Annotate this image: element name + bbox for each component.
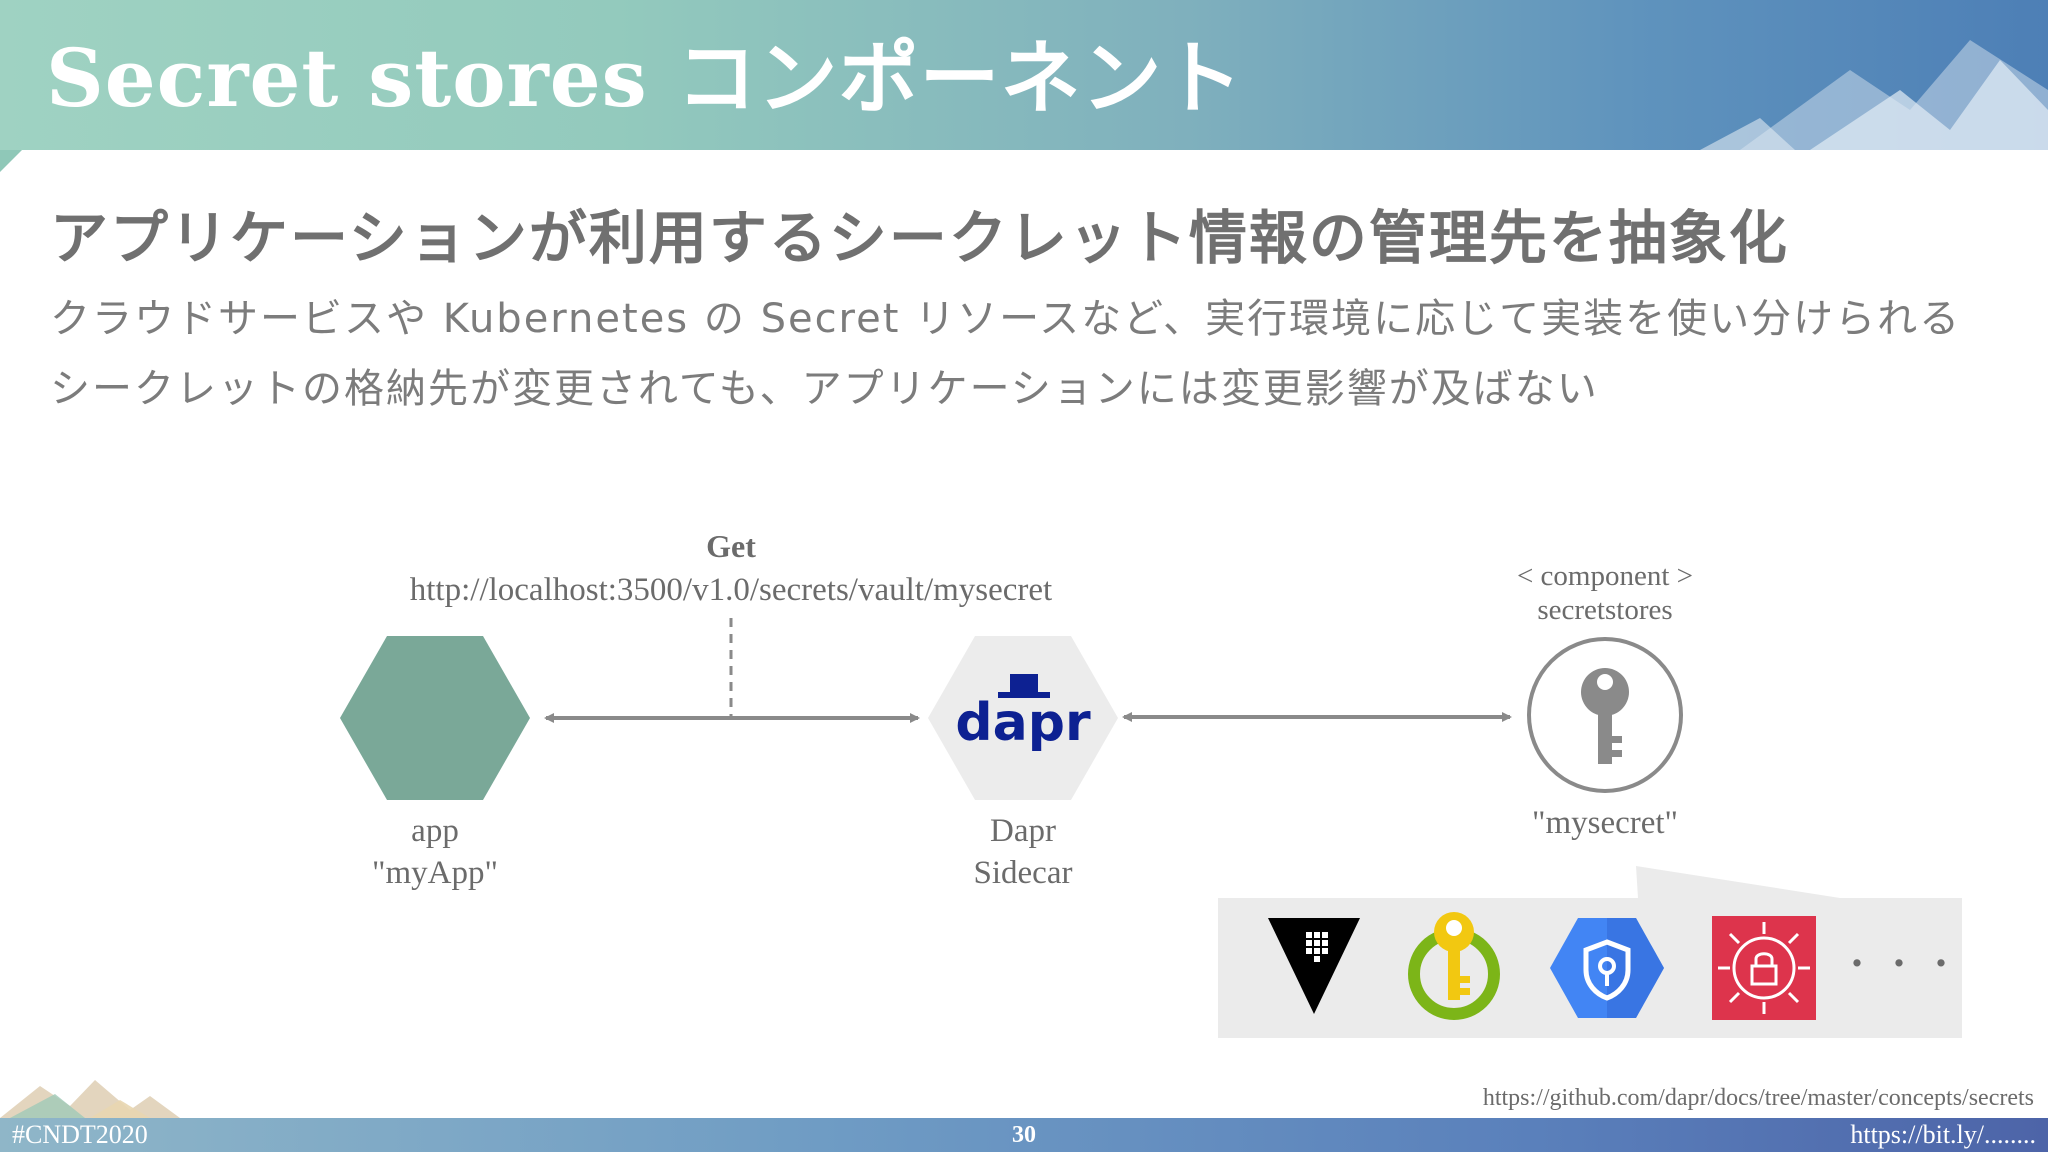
secret-store-circle xyxy=(1527,637,1683,793)
title-banner xyxy=(0,0,2048,150)
app-name: "myApp" xyxy=(372,855,498,891)
dapr-label: Dapr xyxy=(990,813,1056,849)
azure-key-vault-icon xyxy=(1408,912,1500,1020)
footer-bar xyxy=(0,1118,2048,1152)
mountain-decoration-bottom xyxy=(0,1080,180,1118)
get-url: http://localhost:3500/v1.0/secrets/vault… xyxy=(409,572,1053,608)
hashicorp-vault-icon xyxy=(1268,918,1360,1014)
source-url: https://github.com/dapr/docs/tree/master… xyxy=(1482,1085,2034,1111)
aws-secrets-manager-icon xyxy=(1712,916,1816,1020)
mountain-decoration xyxy=(1700,40,2048,150)
bullet-text: シークレットの格納先が変更されても、アプリケーションには変更影響が及ばない xyxy=(50,366,1599,412)
key-icon xyxy=(1581,668,1629,764)
bullet-text: クラウドサービスや Kubernetes の Secret リソースなど、実行環… xyxy=(50,296,1962,342)
component-type: secretstores xyxy=(1537,594,1673,626)
dapr-hexagon: dapr xyxy=(928,636,1118,800)
dapr-sublabel: Sidecar xyxy=(973,855,1073,891)
app-hexagon xyxy=(340,636,530,800)
secret-name: "mysecret" xyxy=(1531,805,1679,841)
connector-arrows xyxy=(544,618,1512,723)
gcp-secret-manager-icon xyxy=(1550,918,1664,1018)
event-hashtag: #CNDT2020 xyxy=(12,1120,148,1149)
slide-heading: アプリケーションが利用するシークレット情報の管理先を抽象化 xyxy=(50,204,1789,272)
get-label: Get xyxy=(706,528,756,564)
dapr-logo-text: dapr xyxy=(955,693,1091,753)
slide-title: Secret stores コンポーネント xyxy=(46,31,1244,125)
app-label: app xyxy=(411,813,459,849)
component-tag: < component > xyxy=(1516,560,1694,592)
more-providers-ellipsis: ・・・ xyxy=(1840,945,1966,985)
page-number: 30 xyxy=(1012,1122,1036,1148)
banner-notch xyxy=(0,150,22,172)
footer-link: https://bit.ly/........ xyxy=(1850,1120,2036,1149)
dapr-logo-icon: dapr xyxy=(955,674,1091,753)
